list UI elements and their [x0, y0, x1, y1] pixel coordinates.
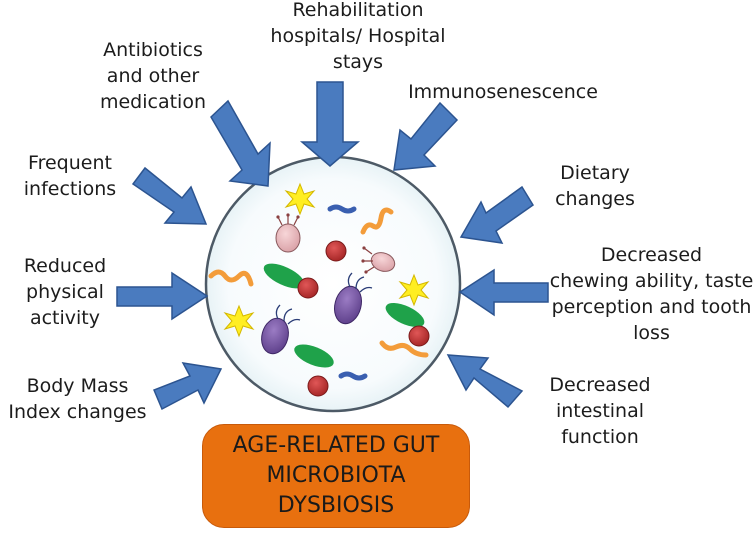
green-bacterium-icon	[294, 344, 334, 368]
arrow-immuno	[393, 101, 459, 171]
arrows	[116, 81, 549, 411]
label-line: and other	[106, 65, 200, 87]
result-line: AGE-RELATED GUT	[232, 433, 440, 458]
arrow-infections	[131, 166, 208, 225]
star-icon	[223, 304, 255, 338]
label-line: function	[561, 426, 639, 448]
arrow-bmi	[153, 362, 223, 411]
label-line: loss	[633, 322, 670, 344]
label-line: intestinal	[555, 400, 645, 422]
label-line: Index changes	[8, 401, 147, 423]
label-line: hospitals/ Hospital	[270, 25, 446, 47]
label-line: Antibiotics	[103, 39, 203, 61]
arrow-rehab	[299, 81, 361, 167]
label-line: Frequent	[28, 152, 112, 174]
red-coccus-icon	[408, 325, 430, 347]
factor-label-infections: Frequent infections	[10, 150, 130, 202]
orange-spirochete-icon	[360, 207, 394, 235]
purple-bacterium-icon	[261, 304, 301, 355]
red-coccus-icon	[297, 277, 319, 299]
label-line: perception and tooth	[551, 296, 752, 318]
label-line: chewing ability, taste	[549, 270, 754, 292]
factor-label-immunosenescence: Immunosenescence	[398, 79, 608, 105]
green-bacterium-icon	[385, 302, 425, 328]
factor-label-antibiotics: Antibiotics and other medication	[78, 37, 228, 115]
microbes	[208, 182, 430, 397]
arrow-intestinal	[446, 354, 524, 409]
label-line: infections	[23, 178, 117, 200]
dysbiosis-result-box: AGE-RELATED GUT MICROBIOTA DYSBIOSIS	[202, 424, 470, 528]
label-line: Decreased	[549, 374, 651, 396]
label-line: physical	[26, 281, 104, 303]
orange-spirochete-icon	[208, 269, 254, 287]
factor-label-intestinal: Decreased intestinal function	[540, 372, 660, 450]
red-coccus-icon	[307, 375, 329, 397]
arrow-antibiotics-shape	[210, 99, 271, 187]
result-line: DYSBIOSIS	[277, 493, 395, 518]
label-line: Reduced	[23, 255, 107, 277]
factor-label-dietary: Dietary changes	[540, 160, 650, 212]
label-line: Immunosenescence	[408, 81, 598, 103]
label-line: Decreased	[600, 244, 703, 266]
label-line: medication	[99, 91, 207, 113]
factor-label-bmi: Body Mass Index changes	[0, 373, 155, 425]
red-coccus-icon	[325, 240, 347, 262]
pink-bacterium-icon	[361, 246, 396, 274]
factor-label-physical-activity: Reduced physical activity	[10, 253, 120, 331]
label-line: Rehabilitation	[292, 0, 424, 21]
arrow-chewing	[458, 268, 549, 317]
factor-label-rehabilitation: Rehabilitation hospitals/ Hospital stays	[258, 0, 458, 75]
label-line: stays	[332, 51, 384, 73]
purple-bacterium-icon	[334, 272, 373, 325]
blue-rod-icon	[338, 371, 368, 381]
star-icon	[284, 182, 316, 216]
blue-rod-icon	[327, 204, 357, 214]
result-line: MICROBIOTA	[266, 463, 406, 488]
orange-spirochete-icon	[379, 340, 429, 358]
label-line: Dietary	[560, 162, 630, 184]
factor-label-chewing: Decreased chewing ability, taste percept…	[549, 242, 754, 346]
arrow-physical	[116, 271, 209, 321]
label-line: activity	[29, 307, 101, 329]
arrow-dietary	[459, 185, 535, 244]
green-bacterium-icon	[263, 263, 305, 289]
star-icon	[398, 273, 430, 307]
label-line: Body Mass	[26, 375, 129, 397]
pink-bacterium-icon	[275, 213, 301, 253]
label-line: changes	[555, 188, 635, 210]
